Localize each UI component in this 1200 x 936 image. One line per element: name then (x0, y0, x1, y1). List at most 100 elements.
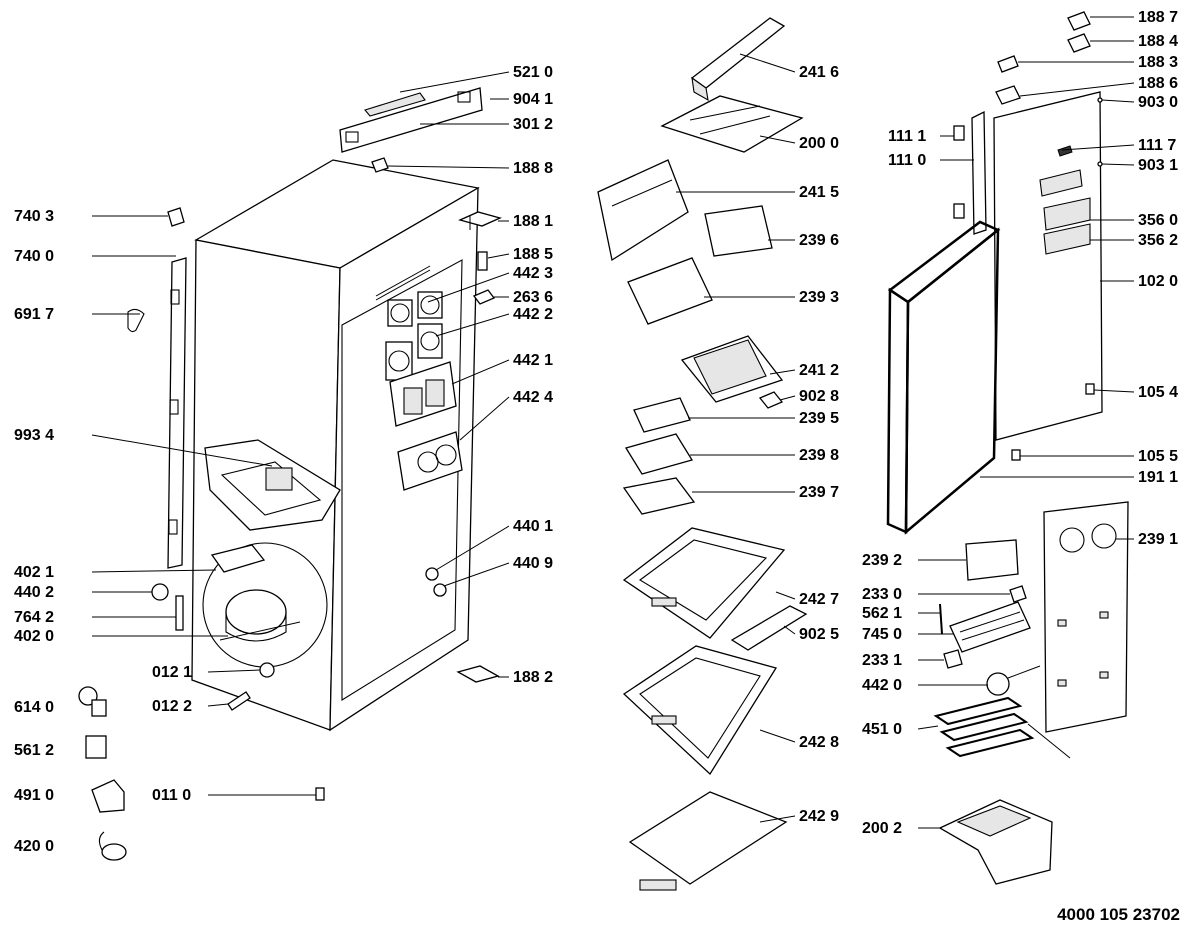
drawer-242-9 (628, 791, 788, 891)
callout-5621: 562 1 (862, 605, 902, 622)
callout-1884: 188 4 (1138, 33, 1178, 50)
part-012-2 (227, 691, 251, 711)
fan-442-0 (986, 665, 1041, 696)
part-902-8 (758, 391, 784, 409)
callout-7400: 740 0 (14, 248, 54, 265)
callout-1888: 188 8 (513, 160, 553, 177)
part-233-1 (943, 649, 963, 669)
part-440-2 (151, 583, 169, 601)
callout-7403: 740 3 (14, 208, 54, 225)
callout-1111: 111 1 (888, 128, 926, 145)
callout-1911: 191 1 (1138, 469, 1178, 486)
callout-3560: 356 0 (1138, 212, 1178, 229)
grommets-440 (425, 567, 447, 597)
callout-6917: 691 7 (14, 306, 54, 323)
strip-902-5 (730, 605, 808, 651)
ice-tray-239-3 (627, 257, 713, 325)
callout-0110: 011 0 (152, 787, 191, 804)
back-panel-239-1 (1043, 501, 1129, 733)
top-control-panel (339, 87, 483, 153)
callout-2393: 239 3 (799, 289, 839, 306)
callout-2331: 233 1 (862, 652, 902, 669)
callout-0121: 012 1 (152, 664, 192, 681)
callout-2398: 239 8 (799, 447, 839, 464)
part-233-0 (1009, 585, 1027, 603)
fan-cover-442-4 (397, 431, 463, 491)
document-number: 4000 105 23702 (1057, 905, 1180, 924)
callout-1886: 188 6 (1138, 75, 1178, 92)
cap-740-3 (167, 207, 185, 227)
callout-2415: 241 5 (799, 184, 839, 201)
flap-241-5 (597, 159, 689, 262)
callout-7450: 745 0 (862, 626, 902, 643)
callout-4021: 402 1 (14, 564, 54, 581)
callout-4421: 442 1 (513, 352, 553, 369)
callout-4420: 442 0 (862, 677, 902, 694)
tray-241-2 (680, 335, 784, 403)
callout-2396: 239 6 (799, 232, 839, 249)
callout-4200: 420 0 (14, 838, 54, 855)
compressor-zoom-circle (202, 542, 328, 668)
callout-4409: 440 9 (513, 555, 553, 572)
evaporator-745-0 (949, 601, 1031, 653)
shelf-993-4 (204, 439, 341, 531)
callout-1882: 188 2 (513, 669, 553, 686)
callout-6140: 614 0 (14, 699, 54, 716)
part-239-2 (965, 539, 1019, 581)
callout-1881: 188 1 (513, 213, 553, 230)
callout-4020: 402 0 (14, 628, 54, 645)
capacitor-420-0 (98, 831, 127, 861)
callout-2427: 242 7 (799, 591, 839, 608)
left-trim-strip (167, 257, 187, 569)
callout-4423: 442 3 (513, 265, 553, 282)
pin-188-5 (477, 251, 488, 271)
callout-1885: 188 5 (513, 246, 553, 263)
callout-4402: 440 2 (14, 584, 54, 601)
callout-2330: 233 0 (862, 586, 902, 603)
drawer-242-8 (622, 645, 778, 776)
callout-9030: 903 0 (1138, 94, 1178, 111)
part-562-1 (939, 603, 943, 635)
clip-691-7 (127, 308, 145, 333)
heater-451-0 (933, 696, 1071, 759)
hinge-bracket-top (458, 211, 502, 230)
part-239-6 (704, 205, 773, 257)
part-764-2 (175, 595, 184, 631)
callout-labels: 521 0 904 1 301 2 188 8 740 3 188 1 740 … (14, 9, 1178, 855)
cover-491-0 (91, 779, 125, 813)
callout-9031: 903 1 (1138, 157, 1178, 174)
air-duct-442-1 (389, 361, 457, 427)
callout-1054: 105 4 (1138, 384, 1178, 401)
callout-9934: 993 4 (14, 427, 54, 444)
leader-lines (91, 16, 1135, 829)
bracket-188-2 (456, 665, 500, 683)
part-012-1 (259, 662, 275, 678)
callout-0122: 012 2 (152, 698, 192, 715)
callout-4401: 440 1 (513, 518, 553, 535)
hinge-pins-105 (1011, 383, 1095, 461)
callout-2416: 241 6 (799, 64, 839, 81)
callout-5210: 521 0 (513, 64, 553, 81)
callout-1055: 105 5 (1138, 448, 1178, 465)
callout-5612: 561 2 (14, 742, 54, 759)
small-parts-188 (995, 11, 1091, 105)
callout-3012: 301 2 (513, 116, 553, 133)
callout-9028: 902 8 (799, 388, 839, 405)
callout-2397: 239 7 (799, 484, 839, 501)
relay-561-2 (85, 735, 107, 759)
duct-200-2 (938, 799, 1053, 885)
drawer-242-7 (622, 527, 786, 639)
callout-1883: 188 3 (1138, 54, 1178, 71)
callout-2395: 239 5 (799, 410, 839, 427)
thermostat-614-0 (78, 686, 107, 717)
callout-2428: 242 8 (799, 734, 839, 751)
callout-1110: 111 0 (888, 152, 926, 169)
glass-shelf-200-0 (660, 95, 804, 153)
callout-1117: 111 7 (1138, 137, 1176, 154)
callout-4422: 442 2 (513, 306, 553, 323)
ice-cube-tray-239-8 (624, 433, 694, 475)
callout-2002: 200 2 (862, 820, 902, 837)
small-cover-188-8 (371, 157, 389, 173)
callout-4510: 451 0 (862, 721, 902, 738)
part-263-6 (472, 289, 496, 305)
